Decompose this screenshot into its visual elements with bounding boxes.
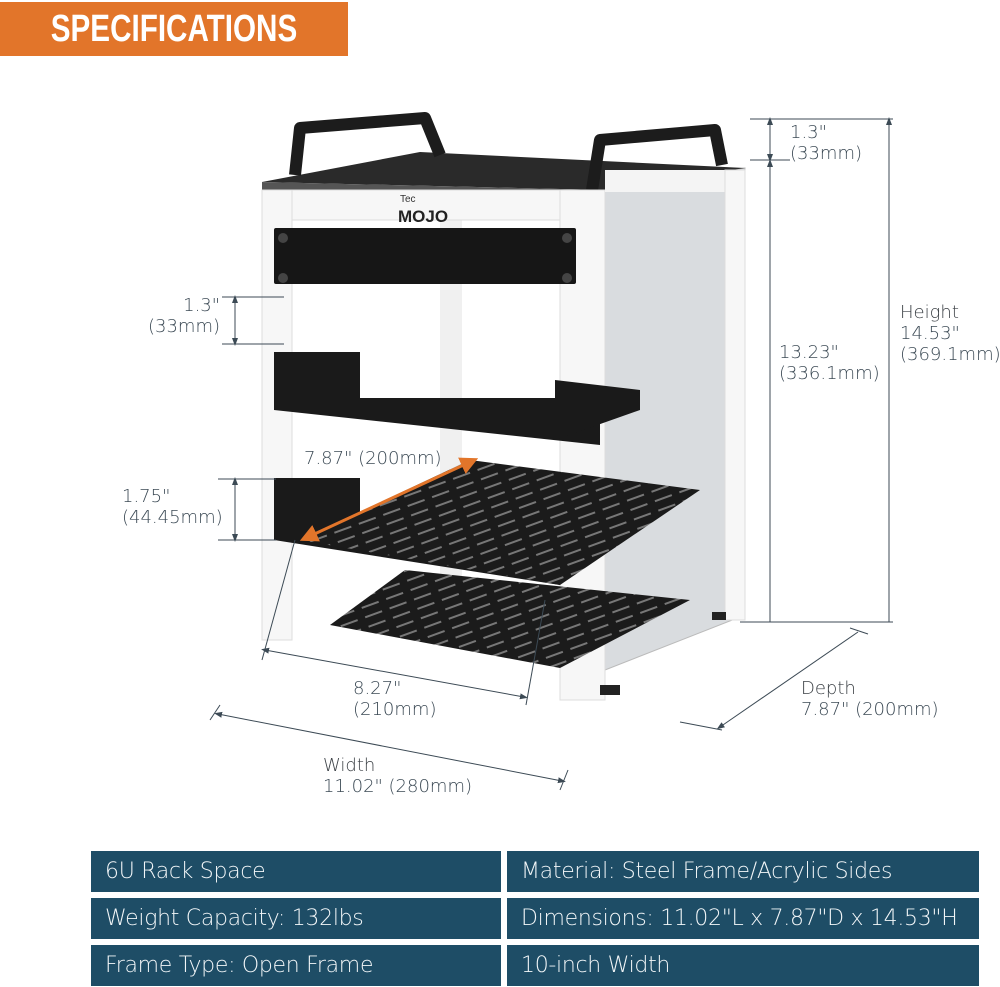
- inner-width-dimension: 8.27" (210mm): [353, 678, 436, 720]
- dimension-inch: 1.3": [183, 295, 221, 316]
- dimension-inch: 1.75": [122, 486, 171, 507]
- dimension-value: 11.02" (280mm): [323, 776, 473, 797]
- spec-cell: Frame Type: Open Frame: [91, 945, 501, 986]
- spec-cell: Dimensions: 11.02"L x 7.87"D x 14.53"H: [507, 898, 979, 939]
- specifications-banner: SPECIFICATIONS: [0, 2, 348, 56]
- dimension-mm: (33mm): [148, 316, 221, 337]
- spec-cell: Weight Capacity: 132lbs: [91, 898, 501, 939]
- width-dimension: Width 11.02" (280mm): [323, 755, 472, 797]
- spec-cell: Material: Steel Frame/Acrylic Sides: [507, 851, 979, 892]
- dimension-inch: 8.27": [353, 678, 402, 699]
- dimension-mm: (210mm): [353, 699, 437, 720]
- dimension-mm: (369.1mm): [900, 344, 1000, 365]
- banner-title: SPECIFICATIONS: [50, 7, 298, 50]
- spec-cell: 6U Rack Space: [91, 851, 501, 892]
- body-height-dimension: 13.23" (336.1mm): [779, 342, 880, 384]
- shelf-depth-dimension: 7.87" (200mm): [304, 448, 442, 469]
- dimension-mm: (33mm): [790, 143, 863, 164]
- dimension-inch: 13.23": [779, 342, 839, 363]
- dimension-mm: (336.1mm): [779, 363, 880, 384]
- dimension-mm: (44.45mm): [122, 507, 223, 528]
- dimension-inch: 1.3": [790, 122, 827, 143]
- dimension-label: Width: [323, 755, 376, 776]
- top-handle-dimension: 1.3" (33mm): [790, 122, 862, 164]
- dimension-inch: 14.53": [900, 323, 960, 344]
- dimension-value: 7.87" (200mm): [801, 699, 939, 720]
- dimension-value: 7.87" (200mm): [304, 448, 442, 469]
- dimension-label: Depth: [801, 678, 856, 699]
- unit-1u-dimension: 1.75" (44.45mm): [122, 486, 223, 528]
- brand-large: MOJO: [398, 207, 448, 226]
- brand-small: Tec: [400, 194, 416, 205]
- height-dimension: Height 14.53" (369.1mm): [900, 302, 1000, 365]
- dimension-label: Height: [900, 302, 959, 323]
- specs-table: 6U Rack Space Material: Steel Frame/Acry…: [91, 851, 981, 987]
- spec-cell: 10-inch Width: [507, 945, 979, 986]
- depth-dimension: Depth 7.87" (200mm): [801, 678, 939, 720]
- unit-small-dimension: 1.3" (33mm): [148, 295, 220, 337]
